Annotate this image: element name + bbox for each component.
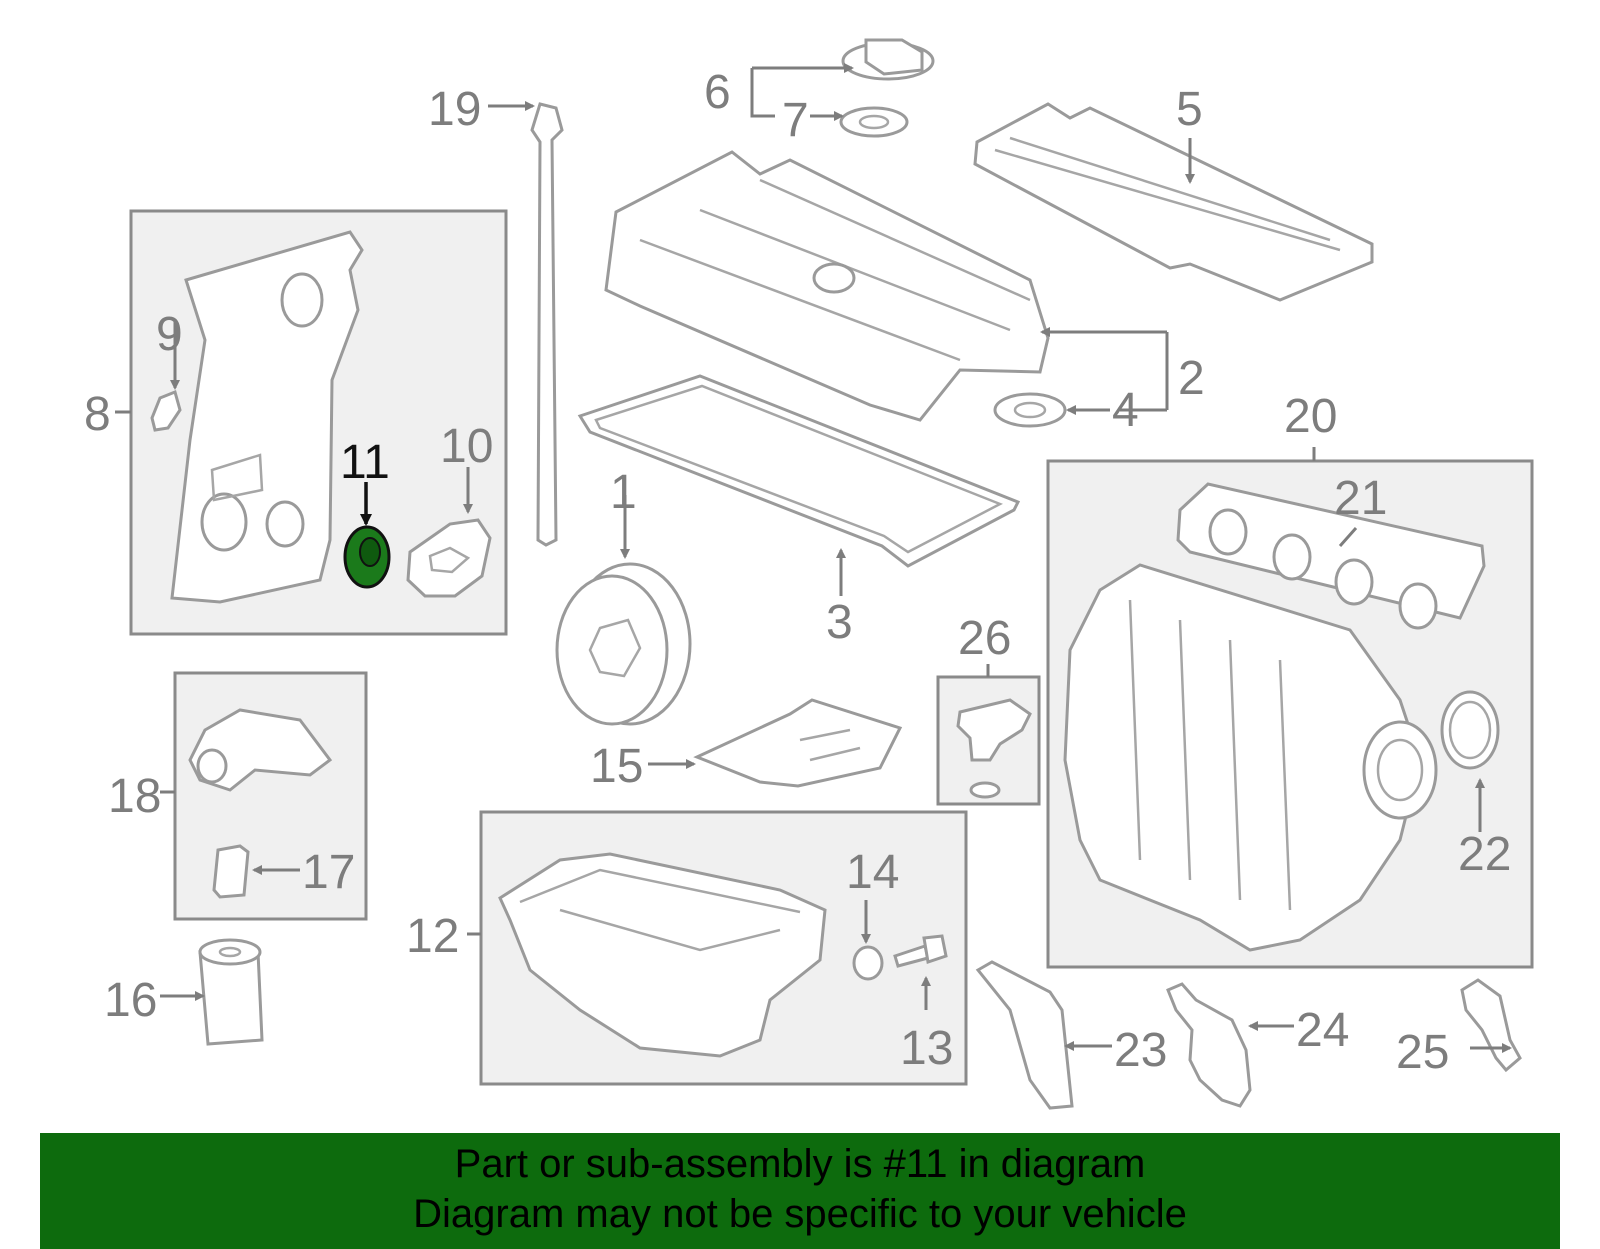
valve-cover-gasket-part bbox=[577, 374, 1021, 568]
intake-manifold-part bbox=[1063, 563, 1438, 952]
callout-23: 23 bbox=[1114, 1024, 1167, 1077]
callout-16: 16 bbox=[104, 974, 157, 1027]
leader-lines bbox=[115, 63, 1512, 1053]
callout-19: 19 bbox=[428, 83, 481, 136]
callout-12: 12 bbox=[406, 910, 459, 963]
callout-14: 14 bbox=[846, 846, 899, 899]
bracket-part bbox=[693, 698, 903, 788]
dipstick-part bbox=[530, 102, 564, 547]
info-banner: Part or sub-assembly is #11 in diagram D… bbox=[40, 1133, 1560, 1249]
callout-13: 13 bbox=[900, 1022, 953, 1075]
callout-15: 15 bbox=[590, 740, 643, 793]
small-gasket-part bbox=[150, 389, 182, 432]
callout-22: 22 bbox=[1458, 828, 1511, 881]
callout-4: 4 bbox=[1112, 384, 1139, 437]
map-sensor-part bbox=[956, 698, 1032, 799]
callout-8: 8 bbox=[84, 388, 111, 441]
callout-25: 25 bbox=[1396, 1026, 1449, 1079]
timing-cover-part bbox=[170, 230, 364, 604]
callout-6: 6 bbox=[704, 66, 731, 119]
callout-2: 2 bbox=[1178, 352, 1205, 405]
drain-washer-part bbox=[852, 945, 884, 981]
callout-21: 21 bbox=[1334, 472, 1387, 525]
callout-24: 24 bbox=[1296, 1004, 1349, 1057]
bracket-25-part bbox=[1460, 978, 1522, 1073]
intake-gasket-part bbox=[1176, 482, 1486, 630]
callout-5: 5 bbox=[1176, 83, 1203, 136]
callout-20: 20 bbox=[1284, 390, 1337, 443]
seal-washer-part bbox=[993, 392, 1067, 428]
throttle-gasket-part bbox=[1440, 690, 1500, 770]
small-block-part bbox=[212, 844, 250, 899]
bracket-24-part bbox=[1166, 982, 1252, 1108]
sensor-housing-part bbox=[188, 708, 333, 792]
crankshaft-pulley-part bbox=[555, 562, 692, 726]
oil-seal-part-highlighted bbox=[343, 525, 391, 589]
callout-3: 3 bbox=[826, 596, 853, 649]
callout-9: 9 bbox=[156, 308, 183, 361]
cover-plate-part bbox=[406, 518, 492, 598]
oil-filter-part bbox=[198, 938, 264, 1046]
callout-18: 18 bbox=[108, 770, 161, 823]
callout-11: 11 bbox=[340, 436, 390, 489]
callout-1: 1 bbox=[610, 466, 637, 519]
bracket-23-part bbox=[975, 960, 1074, 1110]
oil-pan-part bbox=[498, 852, 827, 1058]
oil-cap-part bbox=[839, 38, 935, 138]
engine-cover-part bbox=[973, 102, 1374, 302]
valve-cover-part bbox=[604, 150, 1050, 422]
callout-10: 10 bbox=[440, 420, 493, 473]
callout-17: 17 bbox=[302, 846, 355, 899]
banner-line-disclaimer: Diagram may not be specific to your vehi… bbox=[413, 1192, 1187, 1236]
banner-line-part-number: Part or sub-assembly is #11 in diagram bbox=[454, 1142, 1146, 1186]
callout-7: 7 bbox=[782, 94, 809, 147]
callout-26: 26 bbox=[958, 612, 1011, 665]
drain-bolt-part bbox=[893, 934, 948, 968]
